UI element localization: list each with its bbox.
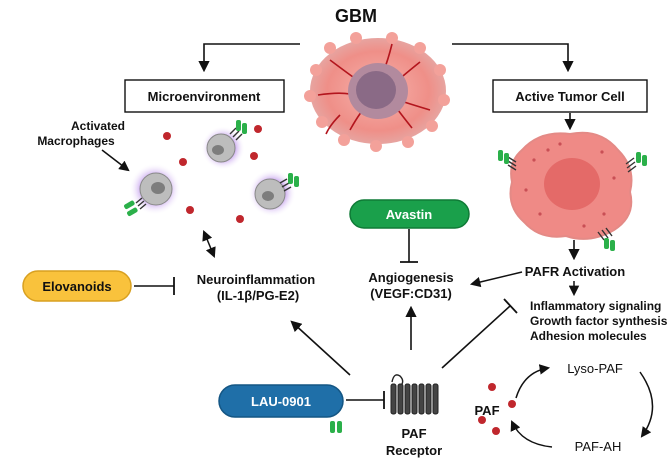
active-tumor-cell-label: Active Tumor Cell <box>515 89 625 104</box>
arrow-macrophages-neuroinflammation <box>202 230 216 258</box>
lau-0901-label: LAU-0901 <box>251 394 311 409</box>
macrophage-icon <box>248 169 299 217</box>
tumor-cell-icon <box>498 131 647 251</box>
paf-molecule-icon <box>478 383 516 435</box>
microenvironment-label: Microenvironment <box>148 89 261 104</box>
arrow-paf-lyso-paf <box>515 364 551 399</box>
avastin-label: Avastin <box>386 207 433 222</box>
page-title: GBM <box>335 6 377 26</box>
effect-adhesion-molecules: Adhesion molecules <box>530 329 647 343</box>
neuroinflammation-label: Neuroinflammation <box>197 272 316 287</box>
angiogenesis-sub-label: (VEGF:CD31) <box>370 286 452 301</box>
effect-inflammatory-signaling: Inflammatory signaling <box>530 299 661 313</box>
active-tumor-cell-box: Active Tumor Cell <box>492 79 648 113</box>
arrow-gbm-microenvironment <box>198 43 300 73</box>
paf-molecule-dots-left <box>163 125 262 223</box>
arrow-pafr-angiogenesis <box>469 271 523 288</box>
microenvironment-box: Microenvironment <box>124 79 285 113</box>
activated-macrophages-label-2: Macrophages <box>37 134 115 148</box>
elovanoids-badge: Elovanoids <box>22 270 132 302</box>
paf-label: PAF <box>474 403 499 418</box>
macrophage-icon <box>124 163 181 216</box>
neuroinflammation-sub-label: (IL-1β/PG-E2) <box>217 288 299 303</box>
angiogenesis-label: Angiogenesis <box>368 270 453 285</box>
activated-macrophages-label-1: Activated <box>71 119 125 133</box>
avastin-badge: Avastin <box>349 199 470 229</box>
inhibit-receptor-effects-bar <box>503 298 518 314</box>
arrow-lyso-paf-paf-ah <box>639 371 654 438</box>
lyso-paf-label: Lyso-PAF <box>567 361 623 376</box>
arrow-gbm-tumor-cell <box>452 43 574 73</box>
arrow-receptor-neuroinflammation <box>290 320 351 376</box>
antagonist-pill-icon <box>330 421 342 433</box>
elovanoids-label: Elovanoids <box>42 279 111 294</box>
arrow-paf-ah-paf <box>510 420 553 448</box>
inhibit-receptor-effects-line <box>441 305 511 369</box>
lau-0901-badge: LAU-0901 <box>218 384 344 418</box>
tumor-mass-icon <box>304 32 450 152</box>
effect-growth-factor-synthesis: Growth factor synthesis <box>530 314 668 328</box>
paf-ah-label: PAF-AH <box>575 439 622 454</box>
arrow-macrophages <box>101 149 130 172</box>
pafr-activation-label: PAFR Activation <box>525 264 625 279</box>
paf-receptor-icon <box>390 374 439 415</box>
paf-receptor-label-1: PAF <box>401 426 426 441</box>
macrophage-icon <box>201 120 247 170</box>
paf-receptor-label-2: Receptor <box>386 443 442 458</box>
